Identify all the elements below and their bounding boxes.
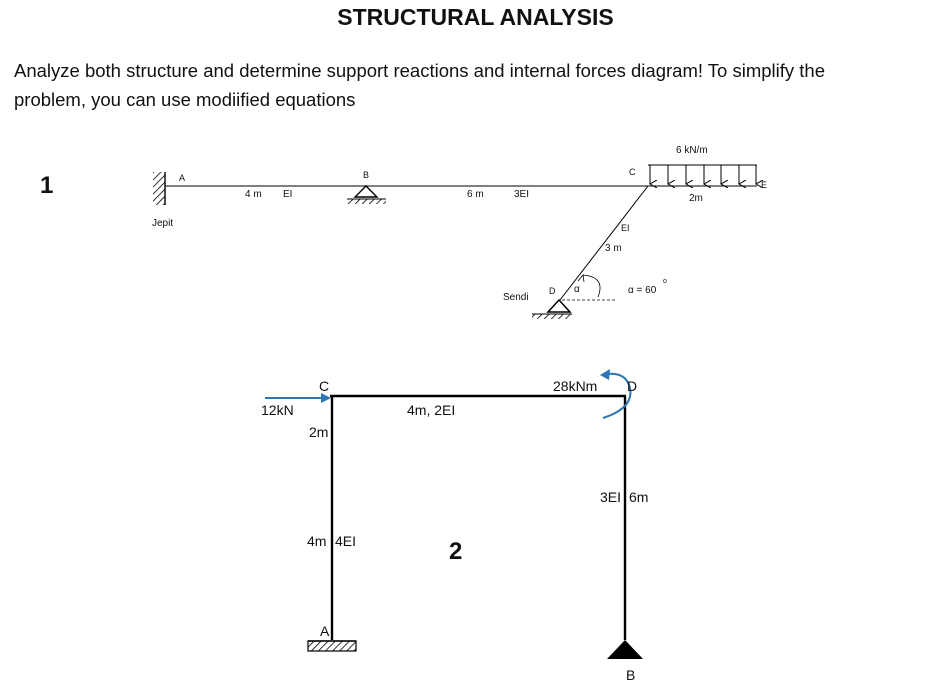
problem-2-diagram: 2 A B 12kN C 2m 4m 4EI 4m, 2EI 28kNm [261,369,648,683]
node-d-2-label: D [627,378,637,394]
span-ab-length: 4 m [245,189,262,200]
load-offset-label: 2m [309,424,328,440]
instructions-paragraph: Analyze both structure and determine sup… [14,56,934,114]
beam-label: 4m, 2EI [407,402,455,418]
right-column-length: 6m [629,489,648,505]
node-d-label: D [549,286,556,296]
distributed-load-label: 6 kN/m [676,145,708,156]
point-load-12kn [265,393,331,403]
node-a-2-label: A [320,623,330,639]
point-load-label: 12kN [261,402,294,418]
pin-support-b [347,185,386,204]
span-bc-length: 6 m [467,189,484,200]
moment-28knm [600,369,632,419]
fixed-support-a [153,172,166,205]
node-e-label: E [761,180,767,190]
right-column-stiffness: 3EI [600,489,621,505]
left-column-length: 4m [307,533,326,549]
problem-1-number: 1 [40,172,53,199]
angle-indicator [562,274,616,301]
member-cd-length: 3 m [605,243,622,254]
instructions-line-1: Analyze both structure and determine sup… [14,60,826,81]
node-c-label: C [629,167,636,177]
pin-support-d [532,298,572,319]
degree-mark: o [663,278,667,285]
span-bc-stiffness: 3EI [514,189,529,200]
moment-label: 28kNm [553,378,597,394]
distributed-load [648,164,757,184]
span-ce-length: 2m [689,193,703,204]
span-ab-stiffness: EI [283,189,292,200]
node-b-2-label: B [626,667,635,683]
angle-symbol: α [574,284,580,295]
member-cd-stiffness: EI [621,223,630,233]
node-a-label: A [179,173,185,183]
fixed-support-a-2 [307,640,357,652]
member-c-d [559,185,649,301]
pin-support-b-2 [607,640,643,659]
left-column-stiffness: 4EI [335,533,356,549]
angle-label: α = 60 [628,285,657,296]
support-d-label: Sendi [503,292,529,303]
page-title: STRUCTURAL ANALYSIS [337,4,614,30]
support-a-label: Jepit [152,218,173,229]
problem-2-number: 2 [449,538,462,565]
node-b-label: B [363,170,369,180]
problem-1-diagram: 1 A Jepit B 4 m EI 6 m 3EI C E [40,145,767,319]
node-c-2-label: C [319,378,329,394]
instructions-line-2: problem, you can use modiified equations [14,89,356,110]
